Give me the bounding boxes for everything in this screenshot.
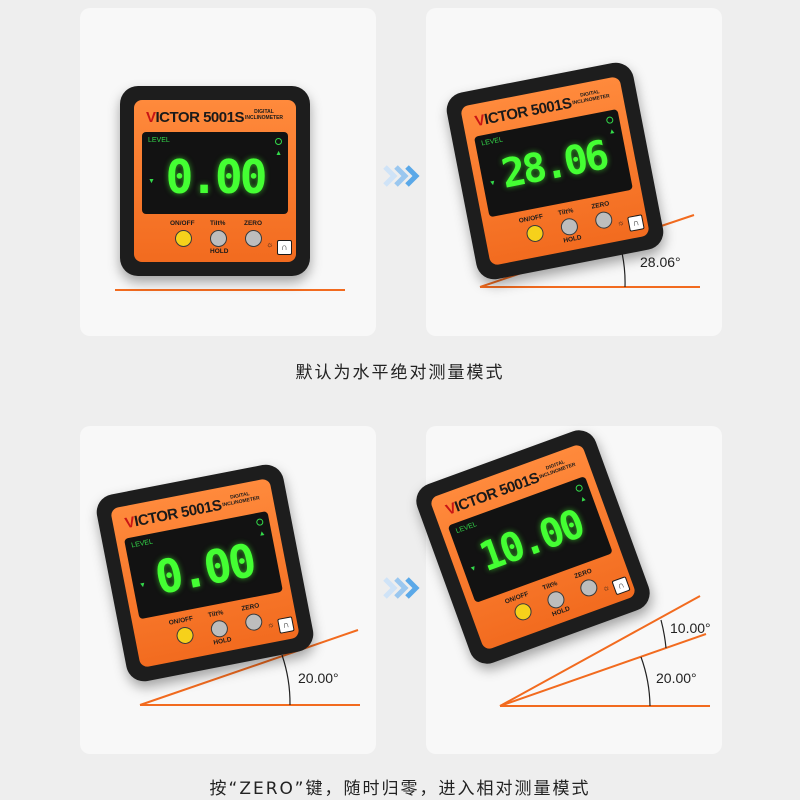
- tilt-label: Tilt%: [207, 609, 225, 620]
- magnet-icon: ∩: [611, 576, 631, 596]
- lcd-screen: LEVEL ▲ ▼ 0.00: [142, 132, 288, 214]
- tilt-hold-button[interactable]: [559, 216, 580, 237]
- circle-icon: [275, 138, 282, 145]
- zero-label: ZERO: [244, 220, 263, 227]
- magnet-icon: ∩: [277, 616, 295, 634]
- angle-label: 20.00°: [656, 670, 697, 686]
- hold-label: HOLD: [210, 248, 229, 255]
- power-button[interactable]: [175, 625, 196, 646]
- angle-label: 10.00°: [670, 620, 711, 636]
- onoff-label: ON/OFF: [170, 220, 195, 227]
- zero-button[interactable]: [245, 230, 262, 247]
- tilt-label: Tilt%: [557, 207, 575, 218]
- magnet-icon: ∩: [277, 240, 292, 255]
- light-icon: ☼: [616, 217, 626, 229]
- light-icon: ☼: [601, 582, 612, 594]
- zero-button[interactable]: [593, 210, 614, 231]
- tilt-hold-button[interactable]: [210, 230, 227, 247]
- level-label: LEVEL: [148, 137, 170, 144]
- level-label: LEVEL: [454, 521, 478, 536]
- power-button[interactable]: [512, 600, 534, 623]
- zero-button[interactable]: [243, 612, 264, 633]
- zero-button[interactable]: [577, 576, 600, 599]
- tilt-label: Tilt%: [210, 220, 226, 227]
- chevron-right-icon: [383, 165, 420, 187]
- level-label: LEVEL: [130, 538, 154, 550]
- level-label: LEVEL: [480, 136, 504, 148]
- zero-label: ZERO: [240, 602, 260, 613]
- magnet-icon: ∩: [627, 214, 645, 232]
- circle-icon: [574, 483, 584, 493]
- caption-top: 默认为水平绝对测量模式: [295, 363, 505, 383]
- light-icon: ☼: [266, 240, 274, 249]
- angle-label: 20.00°: [298, 670, 339, 686]
- triangle-up-icon: ▲: [275, 150, 282, 157]
- onoff-label: ON/OFF: [518, 213, 544, 225]
- zero-label: ZERO: [590, 200, 610, 211]
- angle-label: 28.06°: [640, 254, 681, 270]
- power-button[interactable]: [175, 230, 192, 247]
- power-button[interactable]: [525, 223, 546, 244]
- triangle-down-icon: ▼: [148, 178, 155, 185]
- circle-icon: [605, 116, 614, 125]
- chevron-right-icon: [383, 577, 420, 599]
- angle-reading: 0.00: [165, 150, 268, 204]
- hold-label: HOLD: [212, 636, 233, 647]
- light-icon: ☼: [266, 619, 276, 631]
- circle-icon: [255, 518, 264, 527]
- onoff-label: ON/OFF: [168, 615, 194, 627]
- caption-bottom: 按“ZERO”键，随时归零，进入相对测量模式: [209, 779, 591, 799]
- tilt-hold-button[interactable]: [209, 618, 230, 639]
- hold-label: HOLD: [562, 234, 583, 245]
- brand-logo: VICTOR 5001S: [146, 109, 244, 126]
